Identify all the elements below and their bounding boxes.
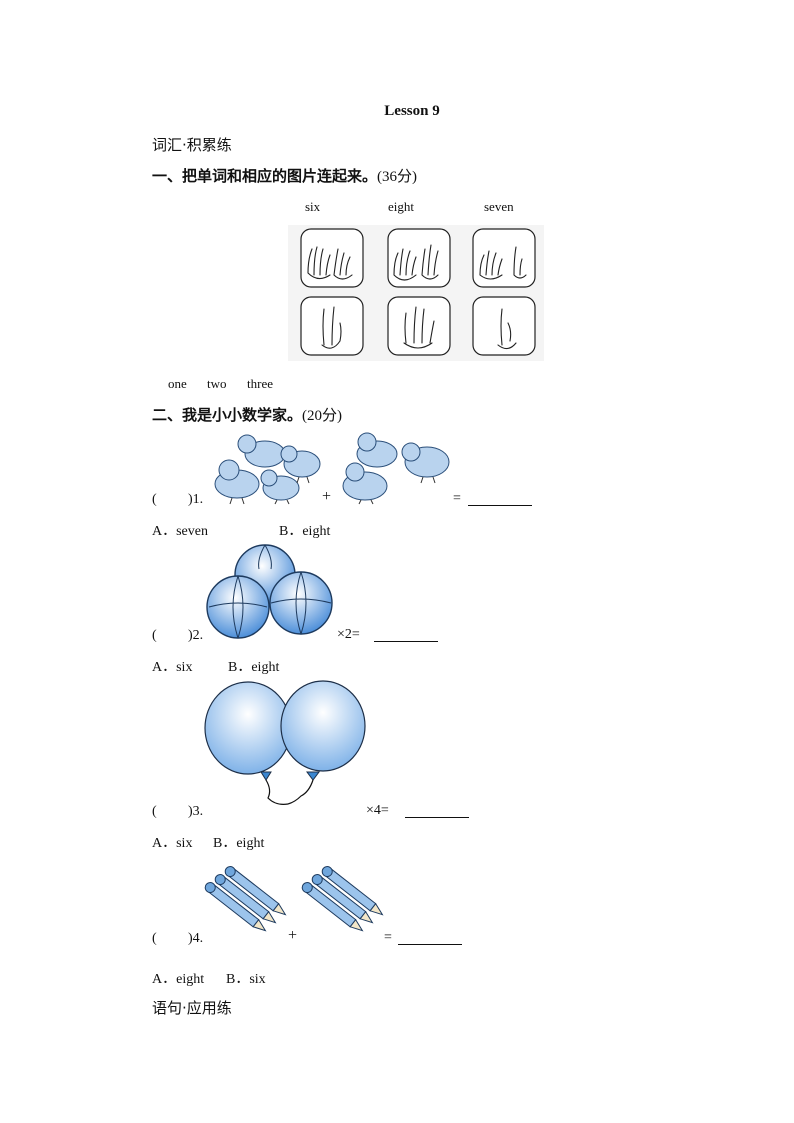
q2-option-a: A．six: [152, 660, 193, 675]
page-title: Lesson 9: [384, 103, 440, 119]
q4-equals: =: [384, 930, 392, 945]
balls-image: [206, 544, 333, 639]
q1-plus: +: [322, 488, 332, 505]
balloons-image: [204, 680, 366, 805]
chicks-image-1: [214, 434, 321, 505]
q2-option-b: B．eight: [228, 660, 280, 675]
q1-number: )1.: [188, 492, 204, 507]
part1-heading: 一、把单词和相应的图片连起来。(36分): [152, 165, 417, 186]
q1-option-b: B．eight: [279, 524, 331, 539]
q3-number: )3.: [188, 804, 204, 819]
part1-points: (36分): [377, 169, 418, 185]
q1-equals: =: [453, 491, 461, 506]
part2-heading-text: 二、我是小小数学家。: [152, 406, 303, 424]
word-seven: seven: [484, 199, 514, 214]
word-six: six: [305, 199, 321, 214]
q2-times: ×2=: [337, 627, 360, 642]
q3-option-a: A．six: [152, 836, 193, 851]
q4-plus: +: [288, 927, 298, 944]
q1-answer-blank[interactable]: [468, 493, 532, 506]
word-three: three: [247, 376, 273, 391]
q3-paren-open: (: [152, 804, 157, 819]
word-two: two: [207, 376, 227, 391]
q2-answer-blank[interactable]: [374, 629, 438, 642]
pencils-image-1: [204, 866, 287, 932]
part1-heading-text: 一、把单词和相应的图片连起来。: [152, 167, 378, 185]
q4-option-b: B．six: [226, 972, 266, 987]
q4-paren-open: (: [152, 931, 157, 946]
section-vocab-label: 词汇·积累练: [152, 136, 232, 154]
q3-option-b: B．eight: [213, 836, 265, 851]
card-six-fingers: [300, 228, 536, 356]
q3-times: ×4=: [366, 803, 389, 818]
q3-answer-blank[interactable]: [405, 805, 469, 818]
q1-paren-open: (: [152, 492, 157, 507]
q4-option-a: A．eight: [152, 972, 205, 987]
section-sentence-label: 语句·应用练: [152, 999, 232, 1017]
part2-heading: 二、我是小小数学家。(20分): [152, 404, 342, 425]
q4-answer-blank[interactable]: [398, 932, 462, 945]
word-one: one: [168, 376, 187, 391]
finger-cards-grid: [288, 225, 544, 361]
pencils-image-2: [301, 866, 384, 932]
q2-number: )2.: [188, 628, 204, 643]
q2-paren-open: (: [152, 628, 157, 643]
q4-number: )4.: [188, 931, 204, 946]
part2-points: (20分): [302, 408, 343, 424]
q1-option-a: A．seven: [152, 524, 208, 539]
chicks-image-2: [342, 432, 450, 505]
word-eight: eight: [388, 199, 414, 214]
